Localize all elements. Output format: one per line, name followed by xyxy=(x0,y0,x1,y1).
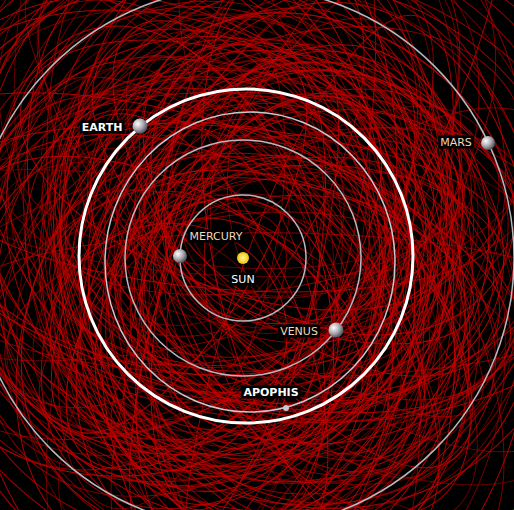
asteroid-orbit xyxy=(133,110,394,369)
asteroid-orbit xyxy=(0,75,384,510)
asteroid-orbit xyxy=(11,0,483,510)
apophis-orbit xyxy=(105,112,395,412)
venus-orbit xyxy=(125,140,361,376)
asteroid-orbit xyxy=(35,135,485,401)
apophis-dot xyxy=(283,405,289,411)
asteroid-orbit xyxy=(6,79,328,510)
asteroid-orbit xyxy=(5,19,361,374)
mercury-orbit xyxy=(180,195,306,321)
asteroid-orbit xyxy=(0,0,391,510)
asteroid-orbit xyxy=(175,32,475,510)
asteroid-orbit xyxy=(113,162,514,407)
sun-label: SUN xyxy=(229,273,256,286)
mars-planet xyxy=(481,136,495,150)
asteroid-orbit xyxy=(13,31,494,510)
asteroid-orbit xyxy=(77,27,424,510)
asteroid-label: APOPHIS xyxy=(241,386,300,399)
asteroid-orbit xyxy=(138,74,487,360)
mercury-planet xyxy=(173,249,187,263)
asteroid-orbit xyxy=(102,0,486,428)
asteroid-orbit xyxy=(0,1,460,510)
asteroid-orbit xyxy=(0,10,514,510)
venus-planet xyxy=(329,323,344,338)
asteroid-orbit xyxy=(128,22,441,364)
earth-planet xyxy=(133,119,148,134)
planet-label: VENUS xyxy=(278,325,320,338)
asteroid-orbit xyxy=(13,69,479,278)
asteroid-orbit xyxy=(8,25,514,469)
asteroid-orbit xyxy=(0,231,514,380)
earth-orbit xyxy=(79,89,413,423)
planet-label: MARS xyxy=(438,136,474,149)
asteroid-orbit xyxy=(0,0,442,474)
planet-label: MERCURY xyxy=(188,230,245,243)
sun-dot xyxy=(237,252,249,264)
asteroid-orbit xyxy=(0,27,411,501)
asteroid-orbit xyxy=(102,74,514,510)
planet-label: EARTH xyxy=(80,121,125,134)
asteroid-orbit xyxy=(75,0,514,510)
asteroid-orbit xyxy=(118,115,426,435)
